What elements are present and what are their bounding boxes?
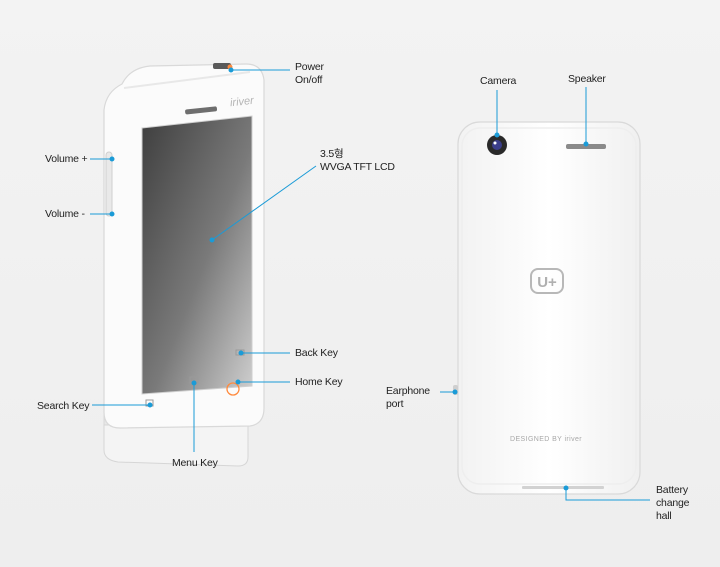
label-speaker: Speaker [568, 73, 606, 85]
label-camera: Camera [480, 75, 517, 87]
label-back-key: Back Key [295, 347, 338, 359]
back-phone [453, 121, 641, 495]
back-carrier-logo: U+ [530, 268, 564, 294]
designed-by-text: DESIGNED BY iriver [510, 436, 583, 443]
label-volume-down: Volume - [45, 208, 85, 220]
label-menu-key: Menu Key [172, 457, 218, 469]
label-lcd: 3.5형 WVGA TFT LCD [320, 148, 395, 173]
label-battery-hall: Battery change hall [656, 484, 690, 522]
front-phone [103, 63, 265, 467]
label-earphone-port: Earphone port [386, 385, 430, 410]
label-home-key: Home Key [295, 376, 343, 388]
callout-lines [90, 67, 650, 501]
back-logo-text: U+ [537, 274, 557, 291]
front-brand-logo: iriver [229, 94, 255, 110]
label-power: Power On/off [295, 61, 324, 86]
label-volume-up: Volume + [45, 153, 88, 165]
label-search-key: Search Key [37, 400, 90, 412]
